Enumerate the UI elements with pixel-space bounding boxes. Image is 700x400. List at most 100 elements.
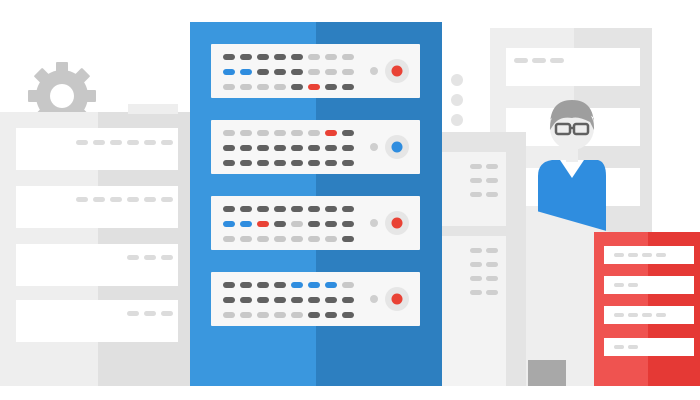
server-unit	[211, 196, 420, 250]
status-light	[391, 65, 403, 77]
indicator-light	[342, 54, 354, 60]
indicator-light	[257, 236, 269, 242]
indicator-light	[274, 206, 286, 212]
indicator-light	[291, 297, 303, 303]
indicator-light	[274, 312, 286, 318]
indicator-light	[325, 145, 337, 151]
indicator-light	[325, 69, 337, 75]
indicator-light	[240, 236, 252, 242]
indicator-light	[308, 54, 320, 60]
indicator-light	[308, 297, 320, 303]
indicator-light	[342, 145, 354, 151]
indicator-light	[308, 69, 320, 75]
indicator-light	[257, 145, 269, 151]
indicator-light	[223, 297, 235, 303]
indicator-light	[223, 54, 235, 60]
indicator-light	[257, 282, 269, 288]
indicator-light	[325, 130, 337, 136]
red-cabinet-drawer	[604, 246, 694, 264]
indicator-light	[370, 295, 378, 303]
indicator-light	[274, 69, 286, 75]
indicator-light	[291, 221, 303, 227]
indicator-light	[308, 160, 320, 166]
indicator-light	[342, 221, 354, 227]
indicator-light	[342, 160, 354, 166]
indicator-light	[325, 160, 337, 166]
red-cabinet-drawer	[604, 276, 694, 294]
indicator-light	[240, 130, 252, 136]
server-unit	[211, 44, 420, 98]
indicator-light	[223, 282, 235, 288]
indicator-light	[325, 282, 337, 288]
indicator-light	[240, 54, 252, 60]
indicator-light	[308, 84, 320, 90]
indicator-light	[325, 206, 337, 212]
indicator-light	[240, 312, 252, 318]
indicator-light	[240, 206, 252, 212]
indicator-light	[223, 236, 235, 242]
indicator-light	[370, 143, 378, 151]
indicator-light	[240, 160, 252, 166]
indicator-light	[370, 219, 378, 227]
indicator-light	[274, 130, 286, 136]
indicator-light	[291, 206, 303, 212]
server-unit	[211, 120, 420, 174]
left-shelf-slot	[16, 186, 178, 228]
indicator-light	[240, 297, 252, 303]
server-units	[211, 44, 420, 326]
decorative-dots	[451, 74, 463, 126]
indicator-light	[240, 221, 252, 227]
indicator-light	[291, 145, 303, 151]
indicator-light	[342, 236, 354, 242]
indicator-light	[257, 54, 269, 60]
indicator-light	[240, 145, 252, 151]
left-shelf-slot	[16, 128, 178, 170]
indicator-light	[240, 69, 252, 75]
status-light	[391, 141, 403, 153]
middle-right-cabinet	[442, 132, 526, 386]
indicator-light	[342, 206, 354, 212]
indicator-light	[240, 84, 252, 90]
indicator-light	[308, 312, 320, 318]
indicator-light	[291, 54, 303, 60]
indicator-light	[342, 84, 354, 90]
indicator-light	[223, 206, 235, 212]
indicator-light	[223, 145, 235, 151]
indicator-light	[308, 282, 320, 288]
indicator-light	[291, 69, 303, 75]
indicator-light	[257, 221, 269, 227]
indicator-light	[274, 54, 286, 60]
indicator-light	[257, 312, 269, 318]
indicator-light	[291, 130, 303, 136]
indicator-light	[257, 130, 269, 136]
indicator-light	[223, 312, 235, 318]
indicator-light	[342, 130, 354, 136]
indicator-light	[291, 84, 303, 90]
indicator-light	[257, 206, 269, 212]
indicator-light	[308, 236, 320, 242]
indicator-light	[342, 69, 354, 75]
status-light	[391, 293, 403, 305]
indicator-light	[274, 145, 286, 151]
indicator-light	[342, 312, 354, 318]
indicator-light	[342, 282, 354, 288]
server-unit	[211, 272, 420, 326]
status-light	[391, 217, 403, 229]
indicator-light	[274, 282, 286, 288]
indicator-light	[257, 69, 269, 75]
indicator-light	[325, 54, 337, 60]
indicator-light	[274, 84, 286, 90]
indicator-light	[223, 69, 235, 75]
indicator-light	[291, 236, 303, 242]
indicator-light	[325, 84, 337, 90]
indicator-light	[240, 282, 252, 288]
indicator-light	[291, 160, 303, 166]
indicator-light	[308, 145, 320, 151]
indicator-light	[325, 297, 337, 303]
indicator-light	[274, 236, 286, 242]
indicator-light	[308, 206, 320, 212]
red-cabinet-drawer	[604, 338, 694, 356]
indicator-light	[308, 221, 320, 227]
indicator-light	[223, 221, 235, 227]
